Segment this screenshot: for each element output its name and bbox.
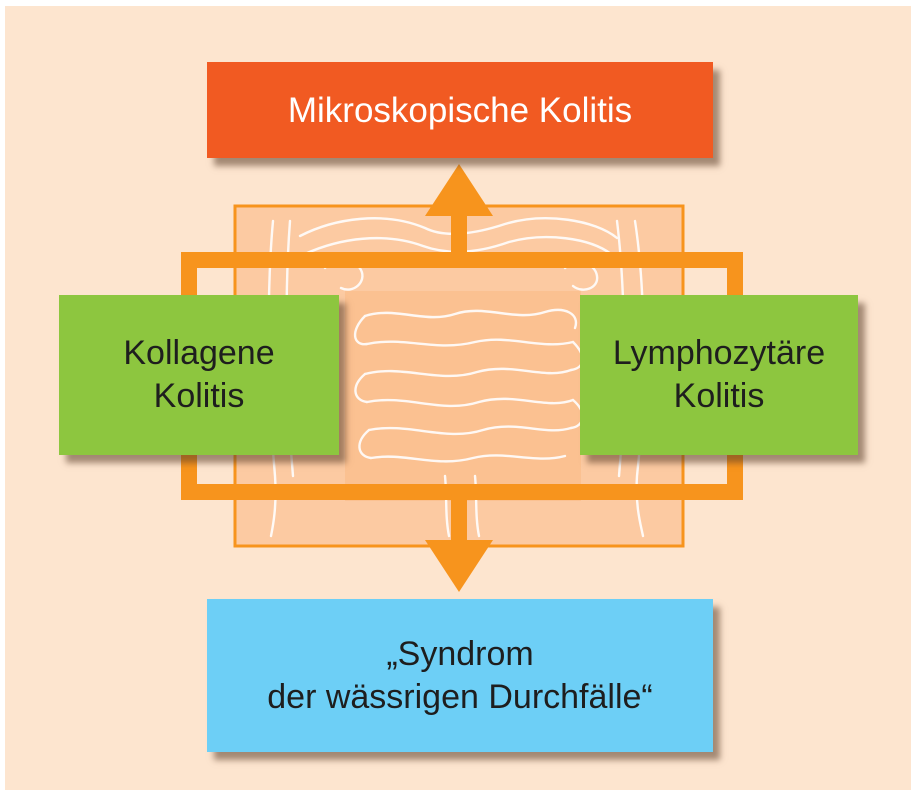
node-lymphozytaere-kolitis: Lymphozytäre Kolitis — [580, 295, 858, 455]
node-kollagene-kolitis: Kollagene Kolitis — [59, 295, 339, 455]
node-label: Lymphozytäre Kolitis — [613, 332, 825, 418]
node-label: Mikroskopische Kolitis — [288, 89, 632, 132]
node-mikroskopische-kolitis: Mikroskopische Kolitis — [207, 62, 713, 158]
node-syndrom-waessrige-durchfaelle: „Syndrom der wässrigen Durchfälle“ — [207, 599, 713, 752]
node-label: „Syndrom der wässrigen Durchfälle“ — [267, 633, 653, 719]
node-label: Kollagene Kolitis — [123, 332, 274, 418]
diagram-canvas: Mikroskopische Kolitis Kollagene Kolitis… — [5, 6, 911, 790]
